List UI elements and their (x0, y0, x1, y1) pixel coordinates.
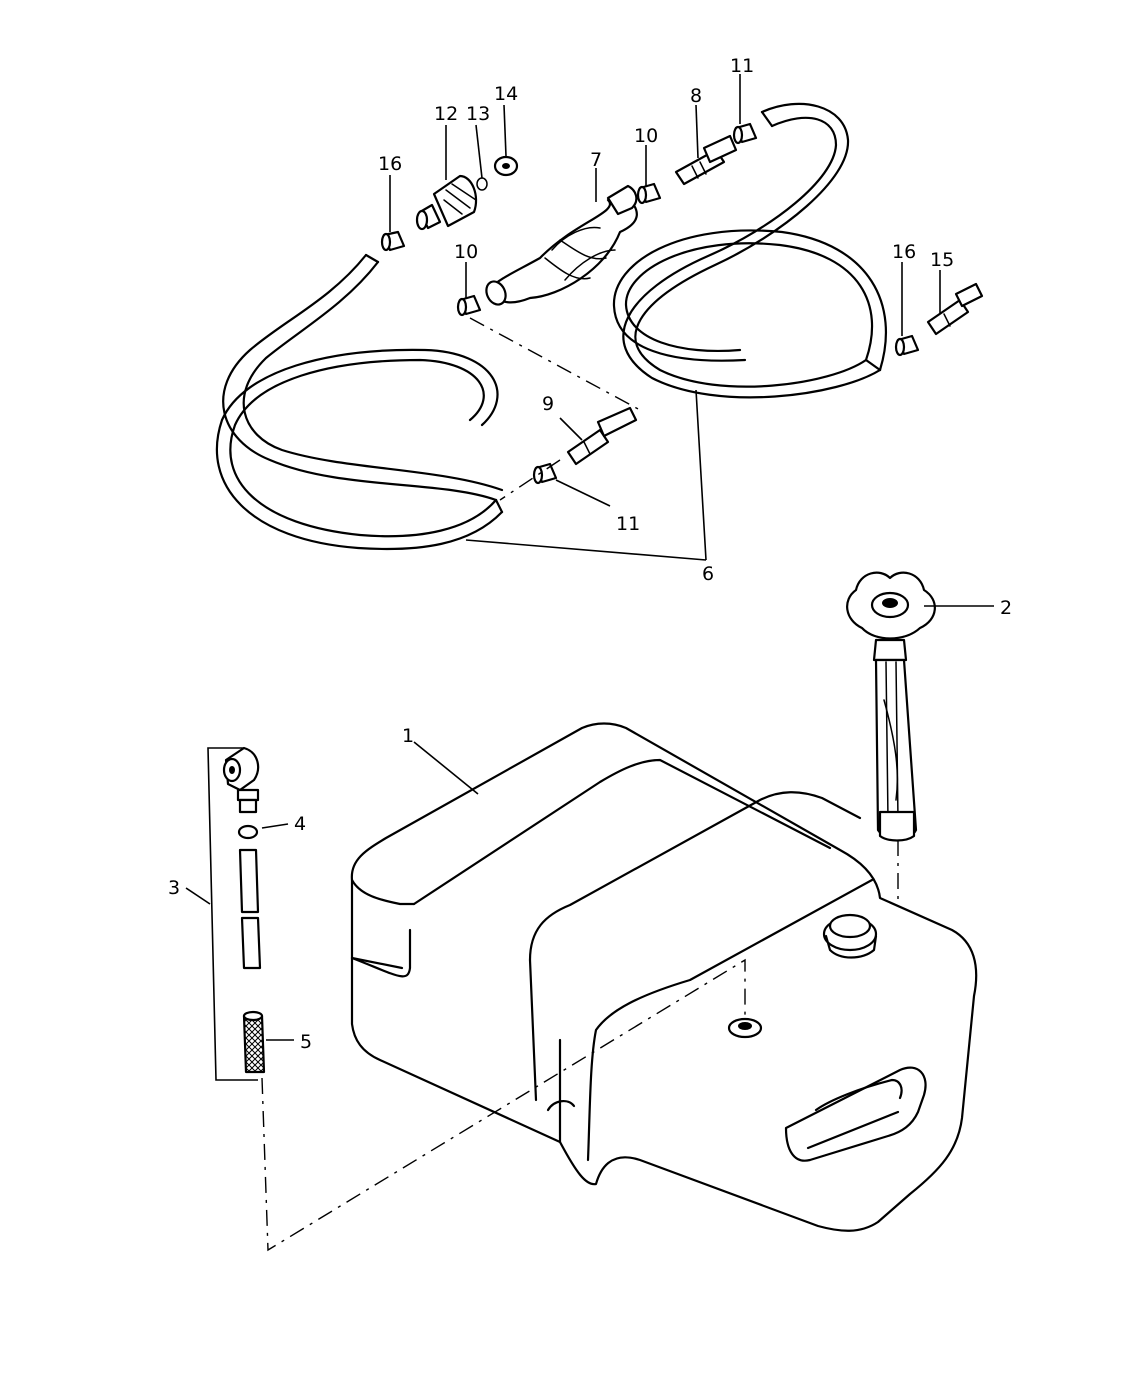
callout-14: 14 (494, 83, 518, 105)
leader-lines (185, 74, 994, 1041)
fuel-connector-12 (415, 174, 478, 231)
pickup-tube-assembly (207, 746, 266, 1081)
washer-14 (493, 155, 519, 177)
filter-screen-5 (242, 1014, 266, 1074)
callout-labels: 1 2 3 4 5 6 7 8 9 10 10 11 11 12 13 14 1… (168, 55, 1012, 1053)
callout-9: 9 (542, 393, 554, 415)
callout-16-right: 16 (892, 241, 916, 263)
hose-clamp-10-upper (636, 182, 662, 205)
assembly-line-9-11 (499, 459, 561, 501)
fuel-hose-right (612, 102, 888, 399)
assembly-line-10-9 (469, 317, 641, 411)
callout-11-lower: 11 (616, 513, 640, 535)
hose-clamp-16-right (894, 334, 920, 357)
callout-6: 6 (702, 563, 714, 585)
callout-10-upper: 10 (634, 125, 658, 147)
hose-fitting-15 (926, 282, 984, 336)
callout-4: 4 (294, 813, 306, 835)
hose-clamp-10-lower (456, 294, 482, 317)
hose-fitting-8 (674, 134, 738, 186)
callout-11-upper: 11 (730, 55, 754, 77)
fuel-hose-left (215, 253, 504, 551)
callout-1: 1 (402, 725, 414, 747)
callout-16-left: 16 (378, 153, 402, 175)
callout-3: 3 (168, 877, 180, 899)
assembly-line-pickup (261, 958, 746, 1252)
callout-10-lower: 10 (454, 241, 478, 263)
hose-clamp-16-left (380, 230, 406, 252)
callout-15: 15 (930, 249, 954, 271)
o-ring-4 (237, 824, 259, 840)
callout-8: 8 (690, 85, 702, 107)
o-ring-13 (476, 177, 488, 191)
callout-13: 13 (466, 103, 490, 125)
callout-7: 7 (590, 149, 602, 171)
callout-12: 12 (434, 103, 458, 125)
hose-clamp-11-lower (532, 462, 558, 485)
callout-5: 5 (300, 1031, 312, 1053)
hose-fitting-9 (566, 406, 638, 466)
callout-2: 2 (1000, 597, 1012, 619)
fuel-gauge (846, 571, 936, 842)
primer-bulb (485, 184, 638, 306)
hose-clamp-11-upper (732, 122, 758, 145)
